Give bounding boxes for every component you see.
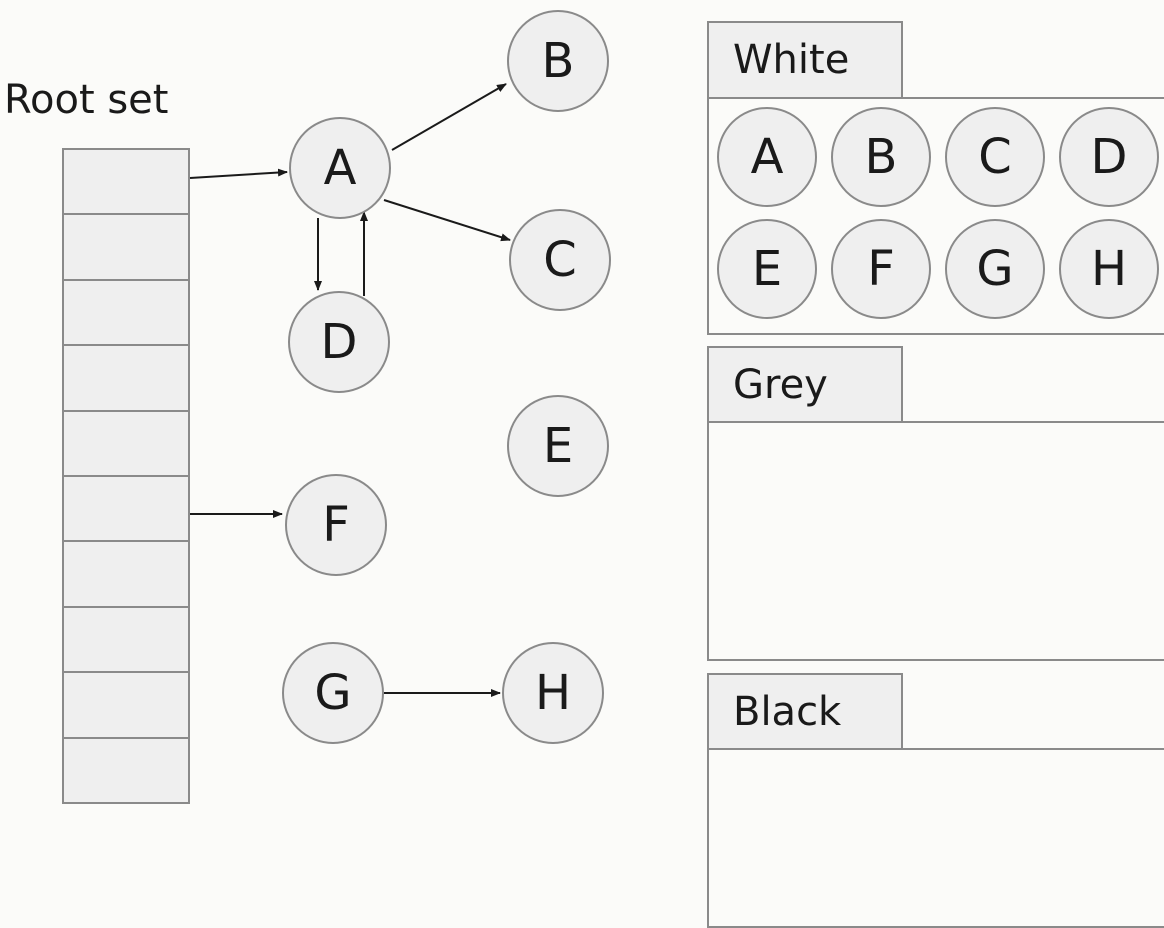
- root-slot: [64, 542, 188, 608]
- black-set-panel: [707, 748, 1164, 928]
- grey-set-tab: Grey: [707, 346, 903, 422]
- object-graph: A B C D E F G H: [189, 10, 611, 744]
- white-set-label: White: [733, 37, 850, 83]
- white-member-e: E: [717, 219, 817, 319]
- node-label: H: [535, 665, 571, 721]
- node-h: H: [502, 642, 604, 744]
- node-c: C: [509, 209, 611, 311]
- node-label: F: [322, 497, 350, 553]
- node-label: D: [321, 314, 358, 370]
- white-member-a: A: [717, 107, 817, 207]
- white-member-b: B: [831, 107, 931, 207]
- root-slot: [64, 215, 188, 281]
- edge-a-to-c: [383, 199, 511, 242]
- black-set-tab: Black: [707, 673, 903, 749]
- root-slot: [64, 608, 188, 674]
- node-label: A: [324, 140, 357, 196]
- white-member-c: C: [945, 107, 1045, 207]
- node-e: E: [507, 395, 609, 497]
- node-a: A: [289, 117, 391, 219]
- root-slot: [64, 150, 188, 216]
- root-slot: [64, 281, 188, 347]
- node-label: E: [543, 418, 573, 474]
- node-g: G: [282, 642, 384, 744]
- root-slot: [64, 477, 188, 543]
- node-label: B: [542, 33, 575, 89]
- edge-root-to-a: [189, 168, 288, 179]
- root-set: [62, 148, 190, 804]
- white-set-tab: White: [707, 21, 903, 97]
- grey-set-panel: [707, 421, 1164, 661]
- white-set-panel: A B C D E F G H: [707, 97, 1164, 335]
- white-member-f: F: [831, 219, 931, 319]
- edge-a-to-b: [391, 83, 507, 151]
- node-label: G: [314, 665, 351, 721]
- grey-set-label: Grey: [733, 362, 828, 408]
- white-member-h: H: [1059, 219, 1159, 319]
- node-f: F: [285, 474, 387, 576]
- root-set-label: Root set: [4, 77, 169, 123]
- white-member-g: G: [945, 219, 1045, 319]
- white-member-d: D: [1059, 107, 1159, 207]
- root-slot: [64, 346, 188, 412]
- black-set-label: Black: [733, 689, 842, 735]
- node-b: B: [507, 10, 609, 112]
- root-slot: [64, 673, 188, 739]
- node-d: D: [288, 291, 390, 393]
- node-label: C: [543, 232, 577, 288]
- root-slot: [64, 412, 188, 478]
